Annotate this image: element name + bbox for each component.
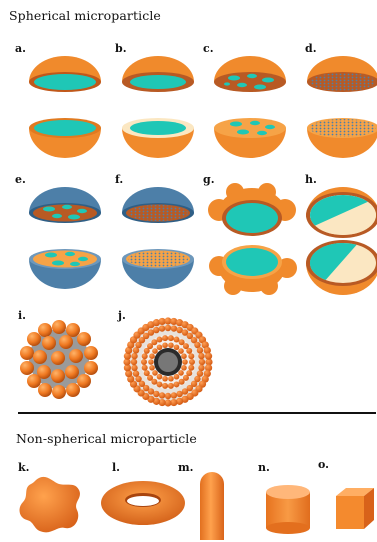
lipid-head bbox=[178, 370, 184, 376]
lipid-head bbox=[141, 359, 147, 365]
lipid-head bbox=[151, 339, 157, 345]
lipid-head bbox=[165, 325, 171, 331]
lipid-head bbox=[198, 353, 204, 359]
particle-h-janus bbox=[303, 183, 377, 303]
lipid-head bbox=[156, 337, 162, 343]
lipid-head bbox=[131, 365, 137, 371]
lipid-head bbox=[186, 348, 192, 354]
lipid-head bbox=[142, 353, 148, 359]
lipid-head bbox=[171, 392, 177, 398]
lipid-head bbox=[162, 342, 168, 348]
lipid-head bbox=[162, 335, 168, 341]
lipid-head bbox=[149, 353, 155, 359]
lipid-head bbox=[174, 337, 180, 343]
lipid-head bbox=[142, 365, 148, 371]
particle-l-torus bbox=[100, 476, 186, 528]
lipid-head bbox=[178, 348, 184, 354]
section-divider bbox=[18, 412, 376, 414]
lipid-head bbox=[157, 374, 163, 380]
lipid-head bbox=[182, 359, 188, 365]
lipid-head bbox=[198, 365, 204, 371]
lipid-head bbox=[157, 344, 163, 350]
lipid-head bbox=[174, 381, 180, 387]
label-o: o. bbox=[318, 458, 329, 471]
nonspherical-section-title: Non-spherical microparticle bbox=[16, 431, 197, 446]
lipid-head bbox=[188, 353, 194, 359]
particle-k-irregular bbox=[15, 474, 85, 536]
particle-i-aggregate bbox=[18, 318, 100, 400]
lipid-head bbox=[131, 359, 137, 365]
lipid-head bbox=[168, 342, 174, 348]
particle-n-cylinder bbox=[264, 483, 312, 535]
label-n: n. bbox=[258, 461, 270, 474]
lipid-head bbox=[189, 359, 195, 365]
lipid-head bbox=[181, 353, 187, 359]
lipid-head bbox=[174, 344, 180, 350]
lipid-head bbox=[153, 327, 159, 333]
label-k: k. bbox=[18, 461, 29, 474]
particle-g-surface-bumps bbox=[205, 180, 297, 302]
lipid-head bbox=[159, 392, 165, 398]
lipid-head bbox=[165, 393, 171, 399]
particle-j-vesicle-cutaway bbox=[122, 316, 214, 408]
label-m: m. bbox=[178, 461, 193, 474]
lipid-head bbox=[162, 383, 168, 389]
lipid-head bbox=[188, 365, 194, 371]
particle-o-cube bbox=[334, 486, 376, 532]
lipid-head bbox=[168, 376, 174, 382]
particle-c-multi-core bbox=[210, 52, 290, 172]
lipid-head bbox=[205, 353, 212, 360]
lipid-head bbox=[152, 348, 158, 354]
spherical-section-title: Spherical microparticle bbox=[9, 8, 161, 23]
lipid-head bbox=[171, 325, 177, 331]
particle-d-dispersed-matrix bbox=[303, 52, 377, 172]
lipid-head bbox=[197, 347, 203, 353]
lipid-head bbox=[176, 391, 182, 397]
particle-e-coated-multi-core bbox=[25, 183, 105, 303]
lipid-head bbox=[168, 335, 174, 341]
lipid-head bbox=[131, 353, 137, 359]
lipid-head bbox=[181, 365, 187, 371]
lipid-head bbox=[159, 325, 165, 331]
lipid-head bbox=[199, 359, 205, 365]
lipid-head bbox=[156, 381, 162, 387]
label-l: l. bbox=[112, 461, 120, 474]
lipid-head bbox=[174, 374, 180, 380]
particle-b-core-shell bbox=[118, 52, 198, 172]
lipid-head bbox=[148, 359, 154, 365]
lipid-head bbox=[162, 376, 168, 382]
particle-m-rod bbox=[198, 470, 226, 540]
lipid-head bbox=[133, 370, 139, 376]
particle-a-solid-core bbox=[25, 52, 105, 172]
lipid-head bbox=[144, 370, 150, 376]
lipid-head bbox=[179, 379, 185, 385]
lipid-head bbox=[168, 383, 174, 389]
lipid-head bbox=[152, 370, 158, 376]
lipid-head bbox=[149, 365, 155, 371]
particle-f-coated-dispersed bbox=[118, 183, 198, 303]
